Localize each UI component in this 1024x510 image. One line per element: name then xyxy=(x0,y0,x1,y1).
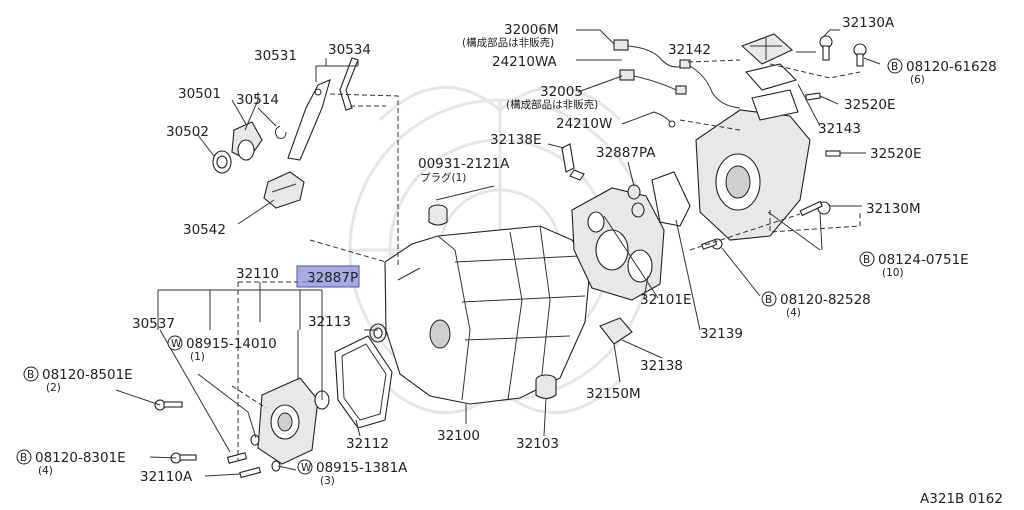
label-08124-0751E: 08124-0751E xyxy=(878,252,969,268)
extension-housing[interactable] xyxy=(695,89,811,241)
label-32143: 32143 xyxy=(818,121,861,137)
qty-08120-8501E: (2) xyxy=(46,382,61,394)
bolt-marker-icon-3 xyxy=(761,291,777,307)
bolt-marker-icon-5 xyxy=(859,251,875,267)
label-32138E: 32138E xyxy=(490,132,541,148)
note-32005: (構成部品は非販売) xyxy=(506,98,598,111)
washers[interactable] xyxy=(250,434,281,472)
highlight-box xyxy=(296,265,360,288)
note-32006M: (構成部品は非販売) xyxy=(462,36,554,49)
label-32142: 32142 xyxy=(668,42,711,58)
bolt-marker-3: B xyxy=(765,294,772,306)
qty-08120-82528: (4) xyxy=(786,307,801,319)
cover-32150M[interactable] xyxy=(599,317,633,345)
pivot-ball[interactable] xyxy=(231,121,263,161)
label-32887PA: 32887PA xyxy=(596,145,656,161)
top-cover-32142[interactable] xyxy=(740,33,793,65)
washer-marker-2: W xyxy=(301,462,312,474)
label-32139: 32139 xyxy=(700,326,743,342)
label-32110A: 32110A xyxy=(140,469,193,485)
label-32110: 32110 xyxy=(236,266,279,282)
bolt-8501E[interactable] xyxy=(154,399,183,411)
label-32112: 32112 xyxy=(346,436,389,452)
label-32103: 32103 xyxy=(516,436,559,452)
bolt-marker-5: B xyxy=(863,254,870,266)
retaining-clip[interactable] xyxy=(274,125,287,139)
label-32520E-upper: 32520E xyxy=(844,97,895,113)
label-08120-61628: 08120-61628 xyxy=(906,59,997,75)
label-32005: 32005 xyxy=(540,84,583,100)
seal-ring[interactable] xyxy=(212,150,232,174)
label-00931-2121A: 00931-2121A xyxy=(418,156,510,172)
bushing-32887P[interactable] xyxy=(369,323,387,343)
gasket-32143[interactable] xyxy=(744,63,798,91)
label-24210W: 24210W xyxy=(556,116,612,132)
label-08915-14010: 08915-14010 xyxy=(186,336,277,352)
pin-32138E[interactable] xyxy=(561,143,585,181)
washer-marker-icon-2 xyxy=(297,459,313,475)
gasket-32112[interactable] xyxy=(334,335,393,429)
qty-08915-14010: (1) xyxy=(190,351,205,363)
washer-marker-icon xyxy=(167,335,183,351)
label-32006M: 32006M xyxy=(504,22,559,38)
stud-32110A[interactable] xyxy=(239,466,262,479)
plug-00931[interactable] xyxy=(428,204,448,226)
label-30534: 30534 xyxy=(328,42,371,58)
label-32138: 32138 xyxy=(640,358,683,374)
label-24210WA: 24210WA xyxy=(492,54,558,70)
bolt-marker: B xyxy=(27,369,34,381)
front-cover[interactable] xyxy=(257,377,319,465)
label-32150M: 32150M xyxy=(586,386,641,402)
label-08915-1381A: 08915-1381A xyxy=(316,460,408,476)
label-30514: 30514 xyxy=(236,92,279,108)
note-00931-2121A: プラグ(1) xyxy=(420,171,466,184)
gasket-32139[interactable] xyxy=(651,171,691,227)
label-32887P[interactable]: 32887P xyxy=(307,270,358,286)
qty-08120-61628: (6) xyxy=(910,74,925,86)
mount-32103[interactable] xyxy=(535,374,557,400)
bolt-32130A[interactable] xyxy=(819,35,833,61)
label-32101E: 32101E xyxy=(640,292,691,308)
qty-08915-1381A: (3) xyxy=(320,475,335,487)
release-bearing[interactable] xyxy=(263,171,305,209)
transmission-case[interactable] xyxy=(384,225,591,405)
figure-code: A321B 0162 xyxy=(920,491,1003,507)
qty-08120-8301E: (4) xyxy=(38,465,53,477)
sensor-32006M[interactable] xyxy=(613,39,691,69)
harness-24210WA[interactable] xyxy=(689,65,741,109)
bolt-marker-icon-4 xyxy=(887,58,903,74)
label-32520E-lower: 32520E xyxy=(870,146,921,162)
label-32100: 32100 xyxy=(437,428,480,444)
bolt-marker-4: B xyxy=(891,61,898,73)
washer-marker: W xyxy=(171,338,182,350)
harness-24210W[interactable] xyxy=(653,111,676,128)
label-32130A: 32130A xyxy=(842,15,895,31)
label-30501: 30501 xyxy=(178,86,221,102)
bolt-61628[interactable] xyxy=(853,43,867,67)
leader-lines xyxy=(115,29,881,477)
label-32130M: 32130M xyxy=(866,201,921,217)
qty-08124-0751E: (10) xyxy=(882,267,904,279)
withdrawal-lever[interactable] xyxy=(287,79,331,161)
bolt-82528[interactable] xyxy=(701,238,723,250)
stud-32520E-upper[interactable] xyxy=(805,92,821,101)
label-08120-8501E: 08120-8501E xyxy=(42,367,133,383)
bolt-marker-icon-2 xyxy=(16,449,32,465)
label-08120-8301E: 08120-8301E xyxy=(35,450,126,466)
bolt-marker-icon xyxy=(23,366,39,382)
label-30537: 30537 xyxy=(132,316,175,332)
bolt-0751E[interactable] xyxy=(799,200,831,217)
bolt-marker-2: B xyxy=(20,452,27,464)
sensor-32005[interactable] xyxy=(619,69,687,95)
label-08120-82528: 08120-82528 xyxy=(780,292,871,308)
stud-32520E-lower[interactable] xyxy=(825,150,841,157)
part-labels: 30534 30531 30501 30514 30502 30542 3211… xyxy=(16,15,1003,507)
label-32113: 32113 xyxy=(308,314,351,330)
label-30531: 30531 xyxy=(254,48,297,64)
label-30542: 30542 xyxy=(183,222,226,238)
label-30502: 30502 xyxy=(166,124,209,140)
cover-bolt-30537[interactable] xyxy=(226,452,248,464)
